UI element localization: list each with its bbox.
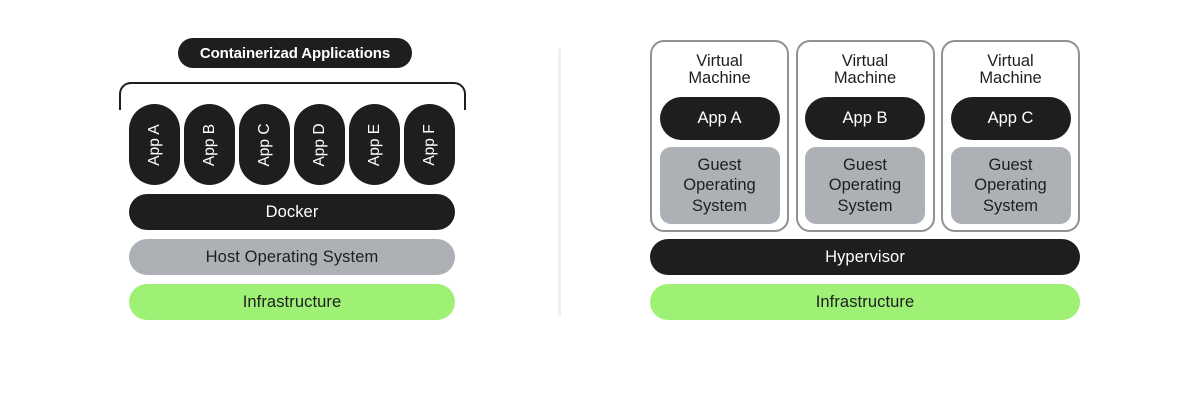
vm-1-title-line-2: Machine bbox=[688, 69, 751, 88]
vm-3-app-pill[interactable]: App C bbox=[950, 96, 1071, 140]
vm-1-title: Virtual Machine bbox=[688, 52, 751, 88]
vm-row: Virtual Machine App A Guest Operating Sy… bbox=[650, 40, 1080, 232]
vm-1-title-line-1: Virtual bbox=[696, 52, 743, 70]
vm-2-title-line-2: Machine bbox=[833, 69, 897, 88]
containers-infrastructure-layer[interactable]: Infrastructure bbox=[129, 284, 455, 320]
vm-1-guest-os[interactable]: Guest Operating System bbox=[659, 146, 780, 224]
app-pill-f[interactable]: App F bbox=[404, 104, 455, 185]
app-pill-a[interactable]: App A bbox=[129, 104, 180, 185]
virtual-machine-box-2[interactable]: Virtual Machine App B Guest Operating Sy… bbox=[795, 40, 935, 232]
vm-1-app-pill[interactable]: App A bbox=[659, 96, 780, 140]
app-pill-row: App A App B App C App D App E App F bbox=[129, 104, 455, 185]
vm-3-title: Virtual Machine bbox=[979, 52, 1042, 88]
app-pill-c[interactable]: App C bbox=[239, 104, 290, 185]
app-pill-e[interactable]: App E bbox=[349, 104, 400, 185]
vm-3-title-line-2: Machine bbox=[979, 69, 1042, 88]
vm-3-guest-os[interactable]: Guest Operating System bbox=[950, 146, 1071, 224]
host-operating-system-layer[interactable]: Host Operating System bbox=[129, 239, 455, 275]
hypervisor-layer[interactable]: Hypervisor bbox=[650, 239, 1080, 275]
app-pill-d[interactable]: App D bbox=[294, 104, 345, 185]
vm-2-title-line-1: Virtual bbox=[841, 52, 889, 70]
containerized-applications-title: Containerizad Applications bbox=[178, 38, 412, 68]
apps-group-bracket bbox=[119, 82, 466, 110]
vm-2-app-pill[interactable]: App B bbox=[805, 96, 925, 140]
virtual-machine-box-1[interactable]: Virtual Machine App A Guest Operating Sy… bbox=[650, 40, 789, 232]
containers-panel: Containerizad Applications App A App B A… bbox=[0, 0, 560, 401]
virtual-machine-box-3[interactable]: Virtual Machine App C Guest Operating Sy… bbox=[941, 40, 1080, 232]
vm-2-guest-os[interactable]: Guest Operating System bbox=[805, 146, 925, 224]
docker-layer[interactable]: Docker bbox=[129, 194, 455, 230]
panel-divider bbox=[558, 48, 561, 316]
vm-2-title: Virtual Machine bbox=[833, 52, 897, 88]
vm-infrastructure-layer[interactable]: Infrastructure bbox=[650, 284, 1080, 320]
app-pill-b[interactable]: App B bbox=[184, 104, 235, 185]
vm-3-title-line-1: Virtual bbox=[987, 52, 1034, 70]
